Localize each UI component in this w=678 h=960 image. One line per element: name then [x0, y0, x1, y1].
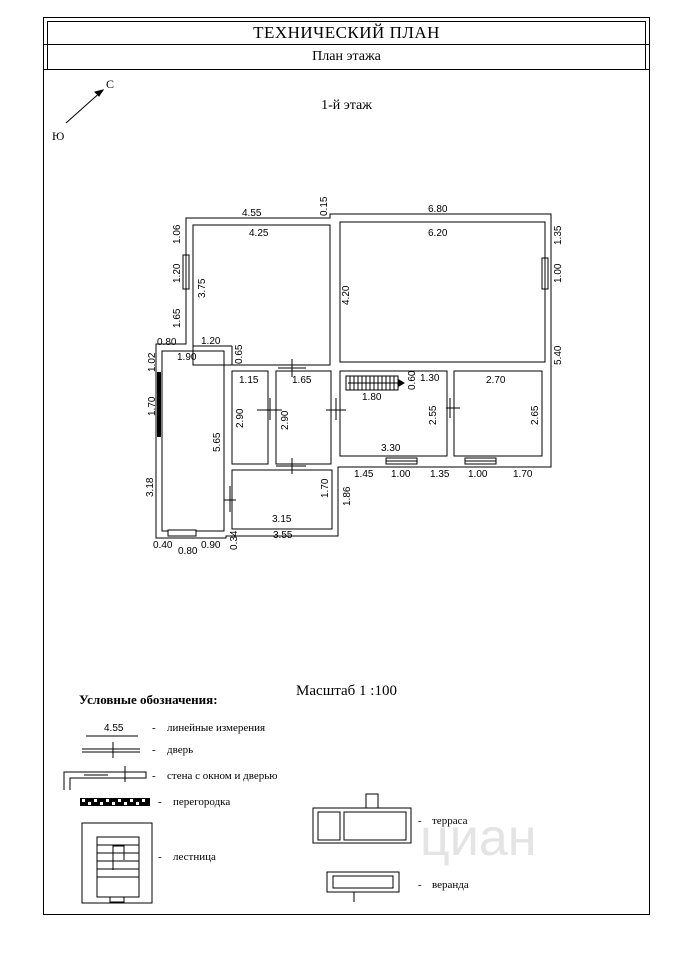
legend-title: Условные обозначения: — [79, 692, 218, 707]
legend-dash-6: - — [418, 815, 422, 827]
dim-top-left: 4.55 — [242, 208, 262, 219]
dim-top-gap: 0.15 — [319, 196, 330, 216]
dim-hall-height: 2.55 — [428, 405, 439, 425]
legend-sample-dim: 4.55 — [104, 723, 124, 734]
dim-room4-extension: 1.86 — [342, 486, 353, 506]
legend-item-veranda: веранда — [432, 879, 469, 891]
dim-room-b-height: 4.20 — [341, 285, 352, 305]
windows — [167, 254, 549, 537]
page-title: ТЕХНИЧЕСКИЙ ПЛАН — [44, 18, 649, 45]
dim-bottom-left-1: 0.40 — [153, 540, 173, 551]
legend-item-dimensions: линейные измерения — [167, 722, 265, 734]
dim-corridor-mid: 1.70 — [147, 396, 158, 416]
compass-south: Ю — [52, 129, 64, 143]
staircase-icon — [345, 375, 405, 391]
dim-room4-width: 3.15 — [272, 514, 292, 525]
dim-left-2: 1.20 — [172, 263, 183, 283]
dim-left-1: 1.06 — [172, 224, 183, 244]
scale-label: Масштаб 1 :100 — [296, 683, 397, 699]
dim-room2-width: 1.65 — [292, 375, 312, 386]
dim-corridor-bottom: 3.18 — [145, 477, 156, 497]
dim-step-width-2: 1.20 — [201, 336, 221, 347]
dim-top-right: 6.80 — [428, 204, 448, 215]
legend-symbols — [63, 735, 412, 904]
dim-right-1: 1.35 — [553, 225, 564, 245]
dim-room3-width: 2.70 — [486, 375, 506, 386]
dim-room4-outer: 3.55 — [273, 530, 293, 541]
dim-bottom-4: 1.00 — [468, 469, 488, 480]
dim-room1-height: 2.90 — [235, 408, 246, 428]
dim-stair-width: 1.80 — [362, 392, 382, 403]
legend-dash-2: - — [152, 744, 156, 756]
legend-item-wall: стена с окном и дверью — [167, 770, 277, 782]
legend-item-terrace: терраса — [432, 815, 468, 827]
dim-room2-height: 2.90 — [280, 410, 291, 430]
dim-stair-depth: 0.60 — [407, 370, 418, 390]
floor-label: 1-й этаж — [321, 98, 372, 113]
dim-step-height: 0.65 — [234, 344, 245, 364]
dim-room3-height: 2.65 — [530, 405, 541, 425]
dim-bottom-3: 1.35 — [430, 469, 450, 480]
partition-legend-sample — [80, 798, 150, 806]
dim-corridor-width: 1.90 — [177, 352, 197, 363]
dim-bottom-2: 1.00 — [391, 469, 411, 480]
dim-room-b-width: 6.20 — [428, 228, 448, 239]
dim-right-3: 5.40 — [553, 345, 564, 365]
dim-bottom-left-2: 0.80 — [178, 546, 198, 557]
legend-item-stairs: лестница — [173, 851, 216, 863]
dim-right-2: 1.00 — [553, 263, 564, 283]
partition-mark — [157, 372, 161, 437]
dim-bottom-5: 1.70 — [513, 469, 533, 480]
dim-step-width-1: 0.80 — [157, 337, 177, 348]
legend-dash-7: - — [418, 879, 422, 891]
watermark: циан — [420, 809, 536, 867]
dim-stair-right: 1.30 — [420, 373, 440, 384]
page-subtitle: План этажа — [44, 45, 649, 70]
dim-bottom-left-4: 0.34 — [229, 530, 240, 550]
legend-item-door: дверь — [167, 744, 193, 756]
compass-north: С — [106, 77, 114, 91]
dim-bottom-left-3: 0.90 — [201, 540, 221, 551]
legend-item-partition: перегородка — [173, 796, 230, 808]
doors — [224, 359, 460, 512]
dim-room-a-width: 4.25 — [249, 228, 269, 239]
dim-left-4: 1.65 — [172, 308, 183, 328]
legend-dash-1: - — [152, 722, 156, 734]
drawing-sheet: ТЕХНИЧЕСКИЙ ПЛАН План этажа 1-й этаж Мас… — [43, 17, 650, 915]
dim-hall-width: 3.30 — [381, 443, 401, 454]
compass-icon — [65, 89, 105, 124]
legend-dash-3: - — [152, 770, 156, 782]
dim-room4-height: 1.70 — [320, 478, 331, 498]
dim-room1-width: 1.15 — [239, 375, 259, 386]
dim-bottom-1: 1.45 — [354, 469, 374, 480]
dim-corridor-top: 1.02 — [147, 352, 158, 372]
legend-dash-5: - — [158, 851, 162, 863]
dim-corridor-height: 5.65 — [212, 432, 223, 452]
legend-dash-4: - — [158, 796, 162, 808]
dim-left-3: 3.75 — [197, 278, 208, 298]
